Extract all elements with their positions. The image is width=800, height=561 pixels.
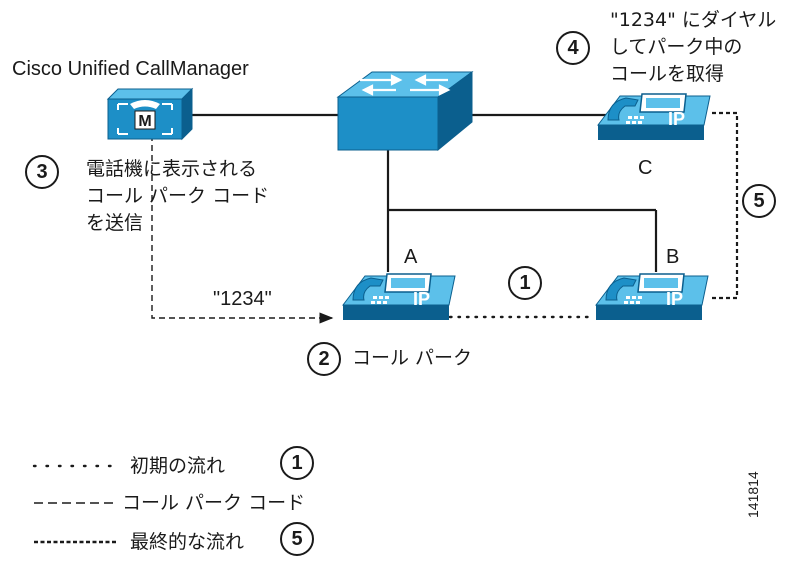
step-1-marker: 1	[508, 266, 542, 300]
step-5-marker: 5	[742, 184, 776, 218]
step-4-line-1: "1234" にダイヤル	[610, 9, 777, 31]
step-2-label: コール パーク	[352, 347, 473, 369]
step-3-line-1: 電話機に表示される	[86, 158, 258, 180]
step-3-marker: 3	[25, 155, 59, 189]
callmanager-badge: M	[138, 113, 151, 130]
switch-icon	[336, 71, 474, 152]
step-2-marker: 2	[307, 342, 341, 376]
phone-b-label: B	[666, 246, 680, 268]
legend-lines	[32, 464, 120, 544]
final-flow-line	[712, 111, 739, 300]
network-links	[190, 113, 658, 272]
step-4-line-2: してパーク中の	[610, 36, 743, 58]
park-code-path	[151, 135, 334, 324]
step-4-line-3: コールを取得	[610, 63, 725, 85]
legend-final-label: 最終的な流れ	[130, 531, 245, 553]
step-3-line-2: コール パーク コード	[86, 185, 270, 207]
phone-a-ip-tag: IP	[413, 289, 430, 309]
figure-id: 141814	[745, 471, 761, 518]
phone-c-label: C	[638, 157, 653, 179]
legend-park-code-label: コール パーク コード	[122, 492, 306, 514]
phone-c-ip-tag: IP	[668, 109, 685, 129]
legend-final-marker: 5	[280, 522, 314, 556]
park-code-value: "1234"	[213, 288, 272, 310]
legend-initial-marker: 1	[280, 446, 314, 480]
callmanager-title: Cisco Unified CallManager	[12, 58, 249, 80]
legend-initial-label: 初期の流れ	[130, 455, 226, 477]
step-4-marker: 4	[556, 31, 590, 65]
ip-phone-c-icon: IP	[596, 93, 711, 140]
phone-a-label: A	[404, 246, 418, 268]
ip-phone-a-icon: IP	[341, 273, 456, 320]
step-3-line-3: を送信	[86, 212, 144, 234]
callmanager-server-icon: M	[106, 87, 194, 141]
phone-b-ip-tag: IP	[666, 289, 683, 309]
ip-phone-b-icon: IP	[594, 273, 709, 320]
